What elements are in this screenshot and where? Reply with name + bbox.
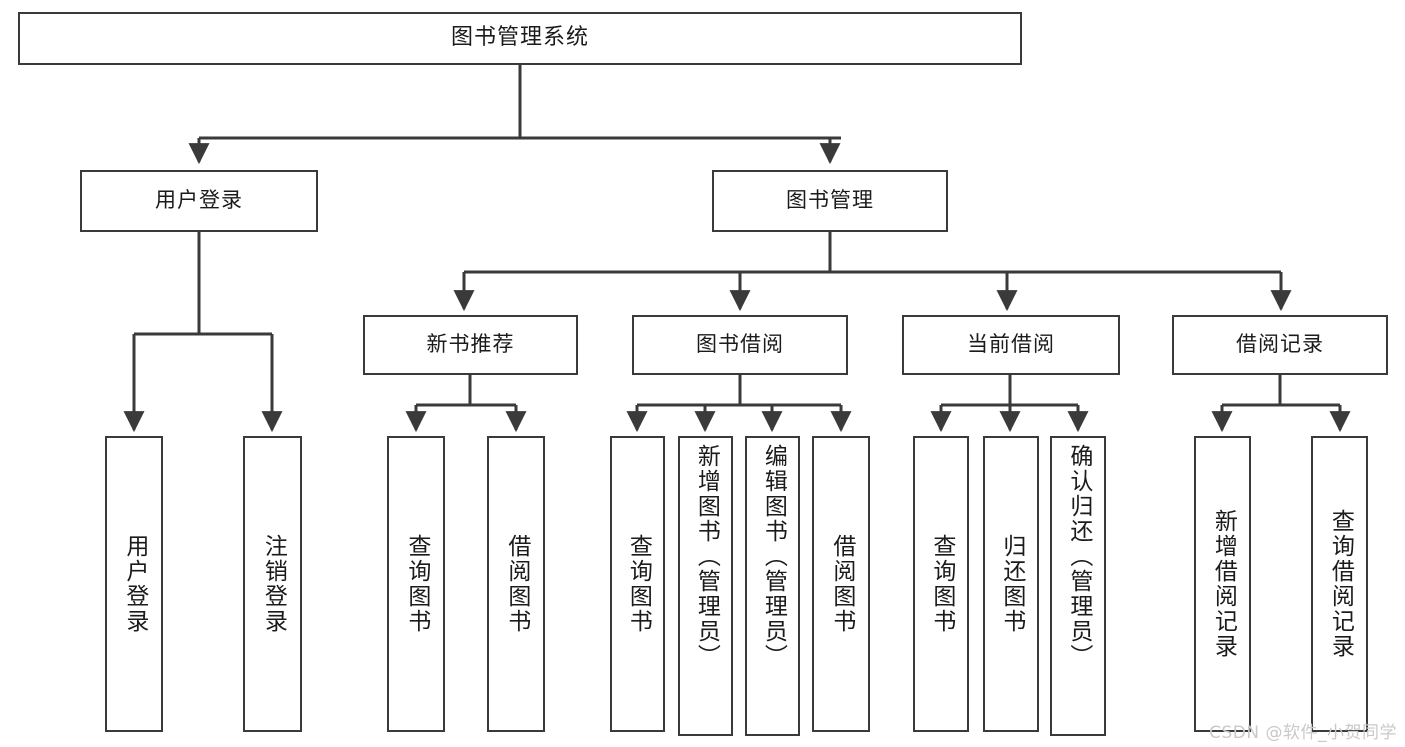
leaf-return-book[interactable]: 归还图书 — [983, 436, 1039, 732]
leaf-logout[interactable]: 注销登录 — [243, 436, 302, 732]
node-current-borrow[interactable]: 当前借阅 — [902, 315, 1120, 375]
node-root-system[interactable]: 图书管理系统 — [18, 12, 1022, 65]
leaf-label: 用户登录 — [121, 534, 148, 634]
leaf-add-book-admin[interactable]: 新增图书（管理员） — [678, 436, 733, 736]
node-user-login[interactable]: 用户登录 — [80, 170, 318, 232]
leaf-label: 查询图书 — [928, 534, 955, 634]
csdn-watermark: CSDN @软件_小贺同学 — [1209, 723, 1397, 743]
leaf-add-borrow-record[interactable]: 新增借阅记录 — [1194, 436, 1251, 732]
leaf-label: 编辑图书（管理员） — [760, 444, 787, 669]
leaf-label: 查询图书 — [403, 534, 430, 634]
leaf-label: 新增图书（管理员） — [693, 444, 720, 669]
leaf-label: 借阅图书 — [828, 534, 855, 634]
leaf-label: 注销登录 — [260, 534, 287, 634]
node-book-management[interactable]: 图书管理 — [712, 170, 948, 232]
leaf-query-borrow-record[interactable]: 查询借阅记录 — [1311, 436, 1368, 732]
leaf-confirm-return-admin[interactable]: 确认归还（管理员） — [1050, 436, 1106, 736]
leaf-borrow-book-new[interactable]: 借阅图书 — [487, 436, 545, 732]
leaf-query-book-current[interactable]: 查询图书 — [913, 436, 969, 732]
leaf-query-book-borrow[interactable]: 查询图书 — [610, 436, 665, 732]
node-new-book-recommend[interactable]: 新书推荐 — [363, 315, 578, 375]
leaf-label: 查询图书 — [625, 534, 652, 634]
node-borrow-record[interactable]: 借阅记录 — [1172, 315, 1388, 375]
leaf-label: 归还图书 — [998, 534, 1025, 634]
leaf-query-book-new[interactable]: 查询图书 — [387, 436, 445, 732]
leaf-edit-book-admin[interactable]: 编辑图书（管理员） — [745, 436, 800, 736]
leaf-borrow-book-borrow[interactable]: 借阅图书 — [812, 436, 870, 732]
leaf-label: 查询借阅记录 — [1327, 509, 1354, 659]
leaf-label: 确认归还（管理员） — [1065, 444, 1092, 669]
node-book-borrow[interactable]: 图书借阅 — [632, 315, 848, 375]
leaf-user-login[interactable]: 用户登录 — [105, 436, 163, 732]
leaf-label: 新增借阅记录 — [1210, 509, 1237, 659]
leaf-label: 借阅图书 — [503, 534, 530, 634]
